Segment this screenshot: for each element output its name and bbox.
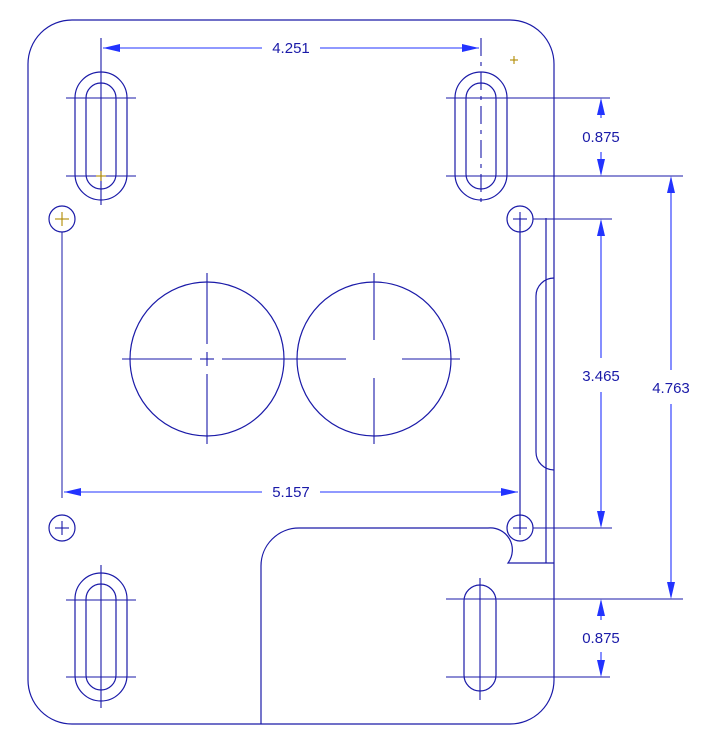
dim-upper-slot: 0.875 xyxy=(582,98,620,176)
slot-bottom-left xyxy=(66,565,136,708)
dim-top-width: 4.251 xyxy=(103,40,479,57)
hole-top-left xyxy=(48,205,76,233)
bottom-cutout xyxy=(260,527,554,724)
bore-right xyxy=(290,273,460,444)
dim-lower-slot: 0.875 xyxy=(582,599,620,677)
dim-lower-slot-label: 0.875 xyxy=(582,630,620,647)
dim-top-width-label: 4.251 xyxy=(272,40,310,57)
hole-bottom-left xyxy=(48,514,76,542)
dim-bottom-width-label: 5.157 xyxy=(272,484,310,501)
right-notch xyxy=(535,277,555,471)
dim-slot-spacing-label: 4.763 xyxy=(652,380,690,397)
plate-outline xyxy=(27,19,555,725)
dim-hole-spacing-label: 3.465 xyxy=(582,368,620,385)
bore-left xyxy=(122,273,292,444)
dim-hole-spacing: 3.465 xyxy=(582,219,620,528)
slot-top-right xyxy=(446,38,683,205)
marker-plus-2 xyxy=(510,56,518,64)
dim-slot-spacing: 4.763 xyxy=(652,176,690,599)
dim-bottom-width: 5.157 xyxy=(64,484,518,501)
dim-upper-slot-label: 0.875 xyxy=(582,129,620,146)
slot-bottom-right xyxy=(446,578,683,700)
marker-plus-1 xyxy=(96,171,106,181)
